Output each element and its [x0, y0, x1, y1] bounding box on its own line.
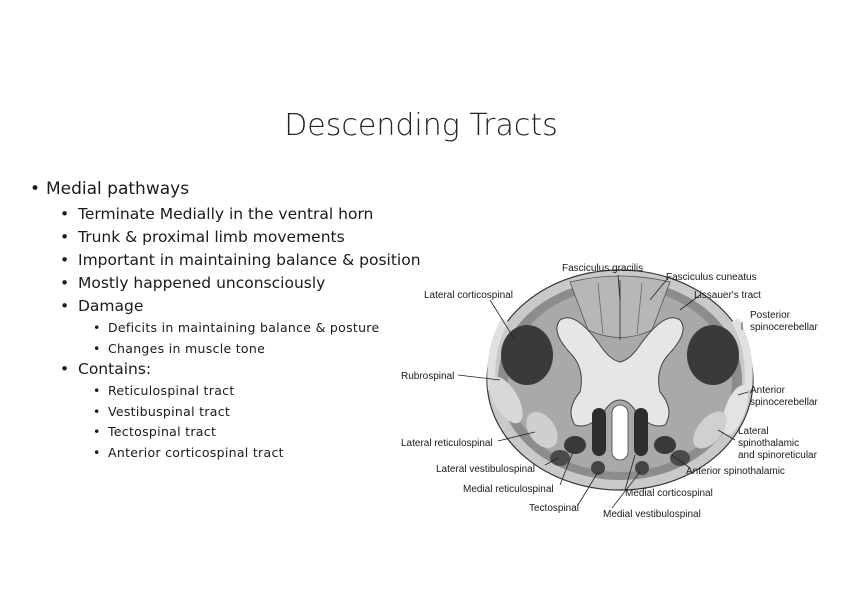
bullet-dot: •	[60, 360, 70, 378]
contains-item-3: Tectospinal tract	[108, 424, 217, 439]
gracilis-cuneatus-border-left	[597, 282, 604, 335]
medial-reticulospinal-left	[564, 436, 586, 454]
label-rubrospinal: Rubrospinal	[401, 371, 454, 382]
label-lissauers-tract: Lissauer's tract	[694, 290, 761, 301]
tectospinal-right	[635, 461, 649, 475]
bullet-dot: •	[93, 445, 101, 460]
lateral-corticospinal-tract	[501, 325, 553, 385]
contains-item-2: Vestibuspinal tract	[108, 404, 231, 419]
bullet-dot: •	[60, 205, 70, 223]
bullet-dot: •	[60, 251, 70, 269]
anterior-spinocerebellar	[722, 385, 748, 435]
medial-reticulospinal-right	[654, 436, 676, 454]
sub-bullet-5: Damage	[78, 297, 144, 315]
sub-bullet-4: Mostly happened unconsciously	[78, 274, 326, 292]
label-lateral-corticospinal: Lateral corticospinal	[424, 290, 513, 301]
label-fasciculus-gracilis: Fasciculus gracilis	[562, 263, 643, 274]
contains-item-1: Reticulospinal tract	[108, 383, 235, 398]
anterior-median-fissure	[611, 404, 629, 461]
bullet-dot: •	[93, 404, 101, 419]
lateral-spinothalamic	[693, 411, 727, 449]
label-anterior-spinothalamic: Anterior spinothalamic	[686, 466, 785, 477]
label-tectospinal: Tectospinal	[529, 503, 579, 514]
grey-matter	[556, 317, 684, 427]
label-lateral-reticulospinal: Lateral reticulospinal	[401, 438, 493, 449]
gracilis-cuneatus-border-right	[636, 282, 643, 335]
spinal-cord-diagram: Fasciculus gracilis Fasciculus cuneatus …	[401, 263, 818, 520]
bullet-dot: •	[30, 179, 41, 199]
label-medial-vestibulospinal: Medial vestibulospinal	[603, 509, 701, 520]
contains-item-4: Anterior corticospinal tract	[108, 445, 284, 460]
posterior-spinocerebellar	[731, 318, 753, 391]
bullet-dot: •	[93, 424, 101, 439]
label-medial-reticulospinal: Medial reticulospinal	[463, 484, 554, 495]
bullet-dot: •	[60, 297, 70, 315]
medial-corticospinal-right	[634, 408, 648, 456]
sub-bullet-1: Terminate Medially in the ventral horn	[78, 205, 374, 223]
bullet-dot: •	[60, 274, 70, 292]
lateral-reticulospinal-tract	[526, 411, 558, 449]
damage-item-2: Changes in muscle tone	[108, 341, 266, 356]
contains-label: Contains:	[78, 360, 152, 378]
rubrospinal-tract	[489, 376, 523, 424]
label-medial-corticospinal: Medial corticospinal	[625, 488, 713, 499]
label-lateral-spinothalamic-2: spinothalamic	[738, 438, 799, 449]
label-lateral-spinothalamic-3: and spinoreticular	[738, 450, 818, 461]
label-posterior-spinocerebellar-1: Posterior	[750, 310, 791, 321]
label-anterior-spinocerebellar-2: spinocerebellar	[750, 397, 818, 408]
damage-item-1: Deficits in maintaining balance & postur…	[108, 320, 380, 335]
label-lateral-spinothalamic-1: Lateral	[738, 426, 769, 437]
lateral-vestibulospinal-right	[670, 450, 690, 466]
sub-bullet-2: Trunk & proximal limb movements	[78, 228, 345, 246]
bullet-dot: •	[93, 341, 101, 356]
label-fasciculus-cuneatus: Fasciculus cuneatus	[666, 272, 757, 283]
slide-title: Descending Tracts	[284, 108, 558, 143]
lateral-vestibulospinal-left	[550, 450, 570, 466]
bullet-medial-pathways: Medial pathways	[46, 179, 190, 199]
sub-bullet-3: Important in maintaining balance & posit…	[78, 251, 421, 269]
label-posterior-spinocerebellar-2: spinocerebellar	[750, 322, 818, 333]
medial-corticospinal-left	[592, 408, 606, 456]
leader-lines	[457, 274, 749, 509]
bullet-dot: •	[93, 320, 101, 335]
lateral-corticospinal-tract-right	[687, 325, 739, 385]
bullet-dot: •	[60, 228, 70, 246]
bullet-dot: •	[93, 383, 101, 398]
label-anterior-spinocerebellar-1: Anterior	[750, 385, 786, 396]
label-lateral-vestibulospinal: Lateral vestibulospinal	[436, 464, 535, 475]
tectospinal-left	[591, 461, 605, 475]
